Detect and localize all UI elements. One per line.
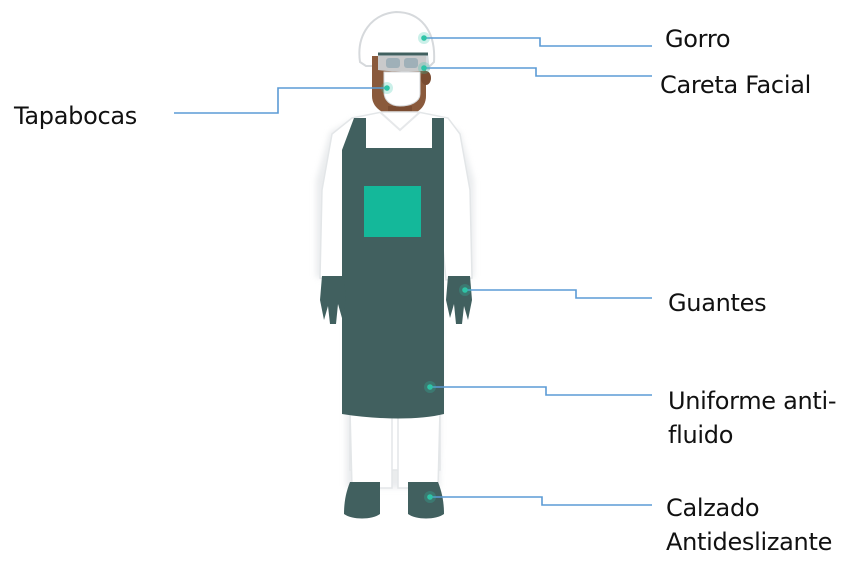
label-tapabocas: Tapabocas — [14, 99, 137, 133]
marker-tapabocas — [381, 82, 393, 94]
leader-line-uniforme — [430, 387, 652, 395]
marker-uniforme — [424, 381, 436, 393]
label-uniforme-line2: fluido — [668, 418, 836, 452]
marker-gorro — [418, 32, 430, 44]
label-uniforme-line1: Uniforme anti- — [668, 384, 836, 418]
leader-line-careta — [424, 68, 652, 76]
left-glove — [320, 276, 346, 324]
leader-line-guantes — [465, 290, 652, 298]
label-careta-facial: Careta Facial — [660, 68, 811, 102]
label-calzado-line1: Calzado — [666, 491, 832, 525]
label-uniforme: Uniforme anti- fluido — [668, 384, 836, 452]
marker-careta — [418, 62, 430, 74]
label-guantes: Guantes — [668, 286, 766, 320]
left-shoe — [344, 482, 380, 519]
marker-guantes — [459, 284, 471, 296]
right-glove — [446, 276, 472, 324]
apron-shape — [342, 118, 444, 419]
uniform-pants — [350, 410, 392, 488]
label-calzado-line2: Antideslizante — [666, 525, 832, 559]
leader-line-calzado — [430, 497, 652, 505]
marker-calzado — [424, 491, 436, 503]
apron-pocket — [364, 186, 421, 237]
leader-line-tapabocas — [174, 88, 387, 113]
label-gorro: Gorro — [665, 22, 730, 56]
leader-line-gorro — [424, 38, 652, 46]
label-calzado: Calzado Antideslizante — [666, 491, 832, 559]
